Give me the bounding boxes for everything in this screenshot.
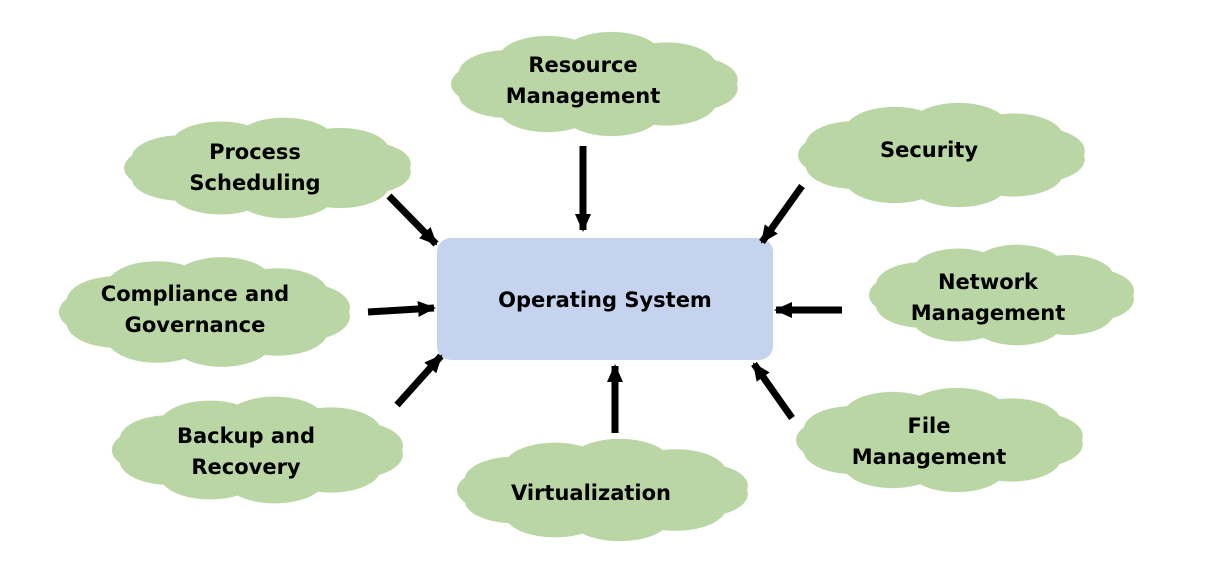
cloud-shape (111, 396, 403, 504)
center-node: Operating System (437, 238, 773, 360)
cloud-label: Compliance and (101, 282, 289, 306)
arrow-backup-and-recovery (394, 353, 444, 408)
cloud-label: Resource (528, 53, 637, 77)
cloud-label: Management (852, 445, 1007, 469)
cloud-shape (456, 438, 748, 542)
cloud-label: Recovery (191, 455, 301, 479)
center-label: Operating System (498, 288, 712, 312)
cloud-label: Virtualization (511, 481, 671, 505)
arrow-file-management (751, 361, 795, 421)
cloud-label: Management (911, 301, 1066, 325)
cloud-label: Scheduling (189, 171, 320, 195)
arrows-layer (367, 146, 842, 433)
cloud-label: Governance (125, 313, 266, 337)
cloud-label: File (908, 414, 951, 438)
cloud-shape (869, 244, 1134, 346)
arrow-security (759, 183, 805, 245)
cloud-label: Management (506, 84, 661, 108)
clouds-layer: ResourceManagementSecurityNetworkManagem… (58, 31, 1134, 542)
cloud-security: Security (798, 102, 1085, 208)
cloud-label: Network (938, 270, 1039, 294)
arrow-compliance-and-governance (367, 300, 436, 317)
cloud-shape (58, 257, 350, 367)
cloud-virtualization: Virtualization (456, 438, 748, 542)
cloud-label: Process (209, 140, 301, 164)
cloud-shape (798, 102, 1085, 208)
center-box (437, 238, 773, 360)
arrow-process-scheduling (386, 193, 439, 247)
cloud-shape (124, 117, 411, 219)
cloud-shape (451, 31, 738, 137)
cloud-shape (796, 387, 1083, 493)
cloud-label: Backup and (177, 424, 315, 448)
cloud-label: Security (880, 138, 978, 162)
